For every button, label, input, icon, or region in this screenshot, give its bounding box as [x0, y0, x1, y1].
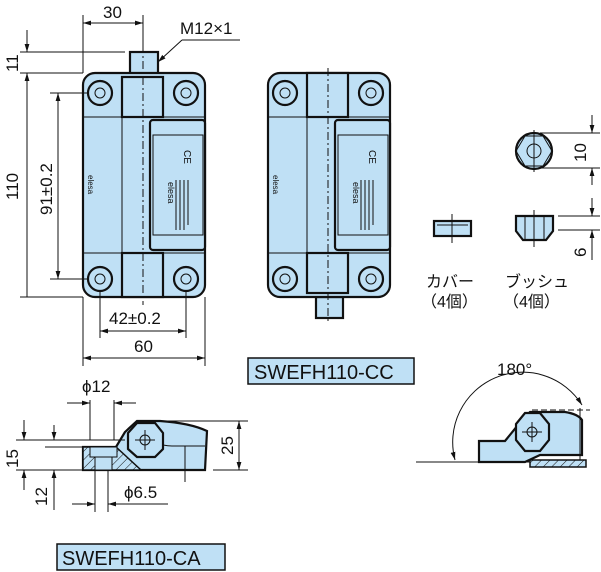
label-panel [148, 118, 207, 252]
thread-label: M12×1 [180, 19, 232, 38]
dim-total-height-ca: 25 [218, 436, 237, 455]
bush-qty: （4個） [503, 293, 560, 311]
label-plate [152, 134, 204, 236]
dim-total-height: 110 [3, 173, 22, 200]
dim-base-height: 15 [3, 449, 22, 468]
brand-mark-body-cc: elesa [271, 175, 280, 195]
rotation-view: 180° [416, 360, 590, 468]
brand-mark-ce-cc: CE [366, 150, 377, 164]
view-cc: elesa CE elesa SWEFH110-CC [247, 68, 415, 385]
dim-bush-width: 10 [571, 143, 590, 162]
model-label-box-ca [56, 543, 226, 571]
cover-label: カバー [426, 274, 474, 291]
model-label-cc: SWEFH110-CC [254, 362, 394, 384]
pin-top [128, 50, 160, 76]
rotation-angle: 180° [497, 360, 532, 379]
dim-counterbore-depth: 12 [32, 487, 51, 506]
brand-mark-elesa-cc: elesa [351, 182, 361, 204]
dim-hole-pitch-vertical: 91±0.2 [37, 163, 56, 215]
bush-label: ブッシュ [505, 272, 569, 291]
bush-top-view [514, 130, 554, 172]
brand-mark-ce: CE [181, 150, 192, 164]
brand-mark-body: elesa [86, 175, 95, 195]
dim-total-width: 60 [134, 337, 153, 356]
dim-counterbore: ϕ12 [82, 377, 110, 396]
accessories: 10 6 カバー （4個） ブッシュ （4個） [421, 115, 600, 311]
side-view-ca: ϕ12 ϕ6.5 15 12 25 SWEFH110-CA [3, 377, 248, 571]
dim-pin-width: 30 [103, 3, 122, 22]
model-label-ca: SWEFH110-CA [62, 548, 201, 570]
dim-bush-height: 6 [571, 248, 590, 257]
dim-pin-height: 11 [3, 54, 22, 72]
dim-hole: ϕ6.5 [124, 483, 157, 502]
model-label-box-cc [247, 357, 415, 385]
cover-qty: （4個） [421, 293, 478, 311]
dim-hole-pitch-horizontal: 42±0.2 [109, 309, 161, 328]
bush-side-view [514, 210, 555, 247]
brand-mark-elesa: elesa [166, 182, 176, 204]
front-view: elesa CE elesa 30 M12×1 11 110 91±0.2 [3, 3, 240, 366]
